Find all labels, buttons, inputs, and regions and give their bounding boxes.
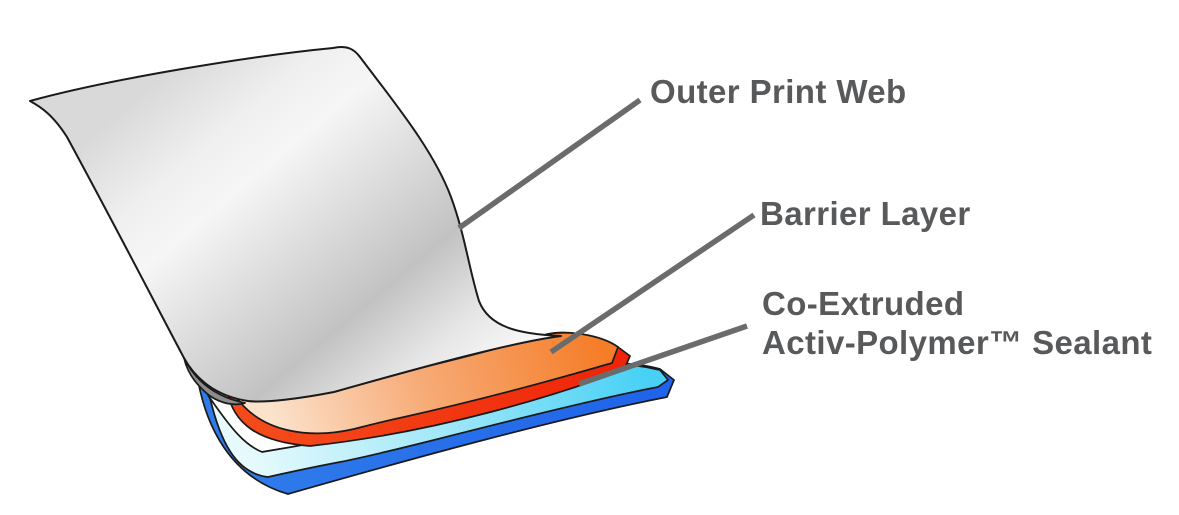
- print-web-sheet: [29, 46, 562, 403]
- leader-line-outer-print-web: [457, 97, 642, 231]
- print-web-underside: [183, 357, 246, 406]
- leader-line-barrier-layer: [549, 212, 756, 355]
- label-sealant-line1: Co-Extruded: [762, 285, 965, 322]
- label-sealant-line2: Activ-Polymer™ Sealant: [762, 324, 1153, 361]
- label-barrier-layer: Barrier Layer: [760, 195, 971, 232]
- label-sealant: Co-Extruded Activ-Polymer™ Sealant: [762, 284, 1152, 362]
- label-outer-print-web: Outer Print Web: [650, 73, 907, 110]
- leader-line-sealant: [578, 323, 748, 387]
